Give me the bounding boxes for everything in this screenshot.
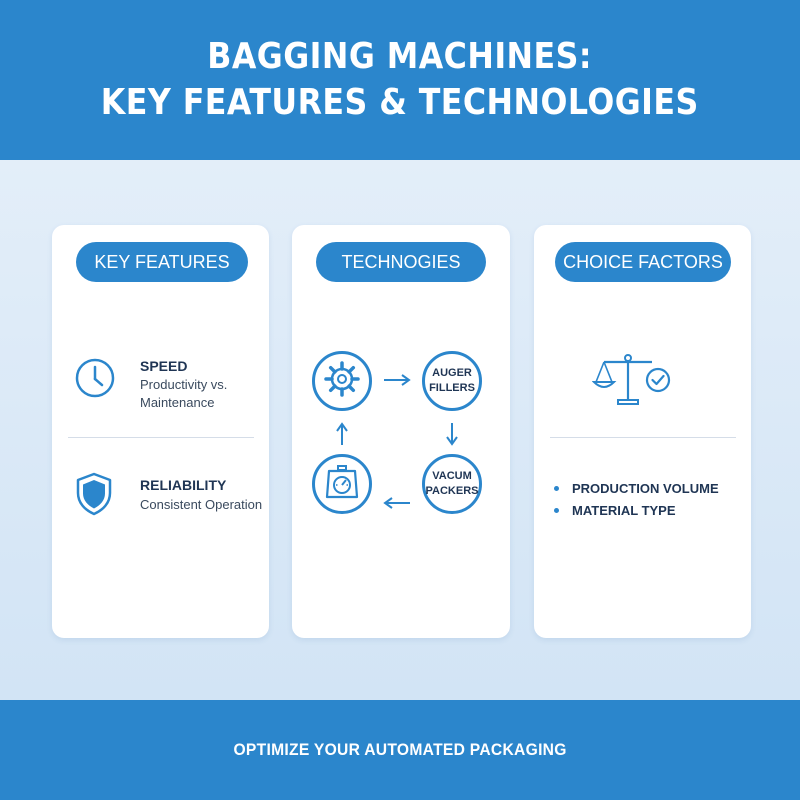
factor-list: PRODUCTION VOLUME MATERIAL TYPE — [554, 477, 719, 521]
key-features-card: KEY FEATURES SPEED Productivity vs. Main… — [52, 225, 269, 638]
scale-icon — [323, 463, 361, 506]
arrow-left-icon — [382, 495, 412, 516]
page-title-line-1: BAGGING MACHINES: — [207, 36, 593, 77]
arrow-up-icon — [334, 421, 350, 452]
feature-title: RELIABILITY — [140, 477, 227, 493]
page-footer: OPTIMIZE YOUR AUTOMATED PACKAGING — [0, 700, 800, 800]
clock-icon — [74, 357, 116, 404]
bullet — [554, 485, 559, 491]
divider — [550, 437, 736, 438]
page-title-line-2: KEY FEATURES & TECHNOLOGIES — [101, 82, 699, 123]
footer-tagline: OPTIMIZE YOUR AUTOMATED PACKAGING — [233, 740, 567, 759]
node-label: AUGER FILLERS — [429, 367, 475, 394]
factor-label: PRODUCTION VOLUME — [572, 480, 719, 496]
factor-label: MATERIAL TYPE — [572, 502, 676, 518]
feature-desc-line-1: Consistent Operation — [140, 497, 263, 512]
choice-factors-card: CHOICE FACTORS PRODUCTION VOLUME MATERIA… — [534, 225, 751, 638]
auger-fillers-node: AUGER FILLERS — [422, 351, 482, 411]
gear-icon — [323, 360, 361, 403]
technologies-card: TECHNOGIES — [292, 225, 510, 638]
list-item: MATERIAL TYPE — [554, 499, 719, 521]
choice-factors-heading: CHOICE FACTORS — [555, 242, 731, 282]
technologies-heading: TECHNOGIES — [316, 242, 486, 282]
feature-title: SPEED — [140, 358, 188, 374]
page-header: BAGGING MACHINES: KEY FEATURES & TECHNOL… — [0, 0, 800, 160]
scale-node — [312, 454, 372, 514]
feature-desc-line-2: Maintenance — [140, 395, 215, 410]
node-label: VACUM PACKERS — [425, 470, 479, 497]
arrow-down-icon — [444, 421, 460, 452]
list-item: PRODUCTION VOLUME — [554, 477, 719, 499]
divider — [68, 437, 254, 438]
key-features-heading: KEY FEATURES — [76, 242, 248, 282]
bullet — [554, 507, 559, 513]
balance-check-icon — [591, 350, 676, 415]
vacuum-packers-node: VACUM PACKERS — [422, 454, 482, 514]
feature-desc-line-1: Productivity vs. — [140, 377, 228, 392]
gear-node — [312, 351, 372, 411]
shield-icon — [74, 471, 114, 522]
arrow-right-icon — [382, 372, 412, 393]
